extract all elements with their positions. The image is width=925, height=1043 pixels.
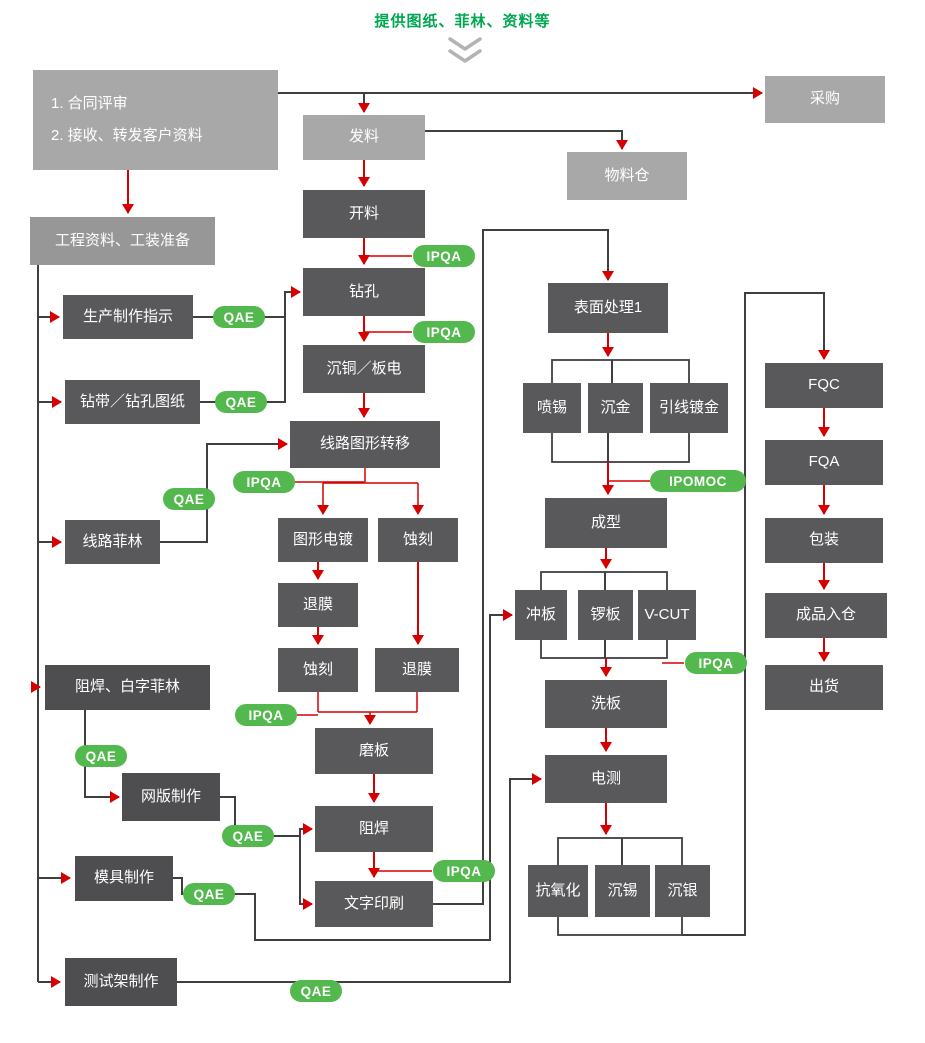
ipqa-badge: IPQA xyxy=(433,860,495,882)
ipqa-badge: IPQA xyxy=(413,245,475,267)
node-etching-2: 蚀刻 xyxy=(278,648,358,692)
node-fqa: FQA xyxy=(765,440,883,485)
node-drilling: 钻孔 xyxy=(303,268,425,316)
node-solder-mask: 阻焊 xyxy=(315,806,433,852)
node-mold-making: 模具制作 xyxy=(75,856,173,901)
node-v-cut: V-CUT xyxy=(638,590,696,640)
node-material-warehouse: 物料仓 xyxy=(567,152,687,200)
qae-badge: QAE xyxy=(222,825,274,847)
node-film-strip-1: 退膜 xyxy=(278,583,358,627)
qae-badge: QAE xyxy=(163,488,215,510)
node-film-strip-2: 退膜 xyxy=(375,648,459,692)
node-immersion-gold: 沉金 xyxy=(588,383,643,433)
node-shipping: 出货 xyxy=(765,665,883,710)
node-anti-oxidation: 抗氧化 xyxy=(528,865,588,917)
node-drill-file: 钻带／钻孔图纸 xyxy=(65,380,200,424)
bracket-outlines xyxy=(540,359,690,936)
node-circuit-film: 线路菲林 xyxy=(65,520,160,564)
node-engineering-prep: 工程资料、工装准备 xyxy=(30,217,215,265)
chevron-down-icon xyxy=(448,37,482,63)
node-forming: 成型 xyxy=(545,498,667,548)
qae-badge: QAE xyxy=(290,980,342,1002)
contract-line-1: 1. 合同评审 xyxy=(51,94,128,112)
thin-red-links xyxy=(295,255,684,872)
node-wire-gold: 引线镀金 xyxy=(650,383,728,433)
ipqa-badge: IPQA xyxy=(233,471,295,493)
qae-badge: QAE xyxy=(183,883,235,905)
node-electrical-test: 电测 xyxy=(545,755,667,803)
qae-badge: QAE xyxy=(213,306,265,328)
node-board-washing: 洗板 xyxy=(545,680,667,728)
ipqa-badge: IPQA xyxy=(235,704,297,726)
node-copper-deposition: 沉铜／板电 xyxy=(303,345,425,393)
node-fqc: FQC xyxy=(765,363,883,408)
red-flow-arrows xyxy=(122,160,830,878)
qae-badge: QAE xyxy=(215,391,267,413)
node-hasl: 喷锡 xyxy=(523,383,581,433)
node-purchasing: 采购 xyxy=(765,76,885,123)
node-finished-warehouse: 成品入仓 xyxy=(765,593,887,638)
node-contract-review: 1. 合同评审 2. 接收、转发客户资料 xyxy=(33,70,278,170)
node-production-instruction: 生产制作指示 xyxy=(63,295,193,339)
node-routing: 锣板 xyxy=(578,590,633,640)
node-packaging: 包装 xyxy=(765,518,883,563)
node-test-fixture: 测试架制作 xyxy=(65,958,177,1006)
node-screen-making: 网版制作 xyxy=(122,773,220,821)
node-punching: 冲板 xyxy=(515,590,567,640)
node-pattern-transfer: 线路图形转移 xyxy=(290,421,440,468)
ipomoc-badge: IPOMOC xyxy=(650,470,746,492)
node-solder-mask-film: 阻焊、白字菲林 xyxy=(45,665,210,710)
node-immersion-silver: 沉银 xyxy=(655,865,710,917)
node-pattern-plating: 图形电镀 xyxy=(278,518,368,562)
node-cutting: 开料 xyxy=(303,190,425,238)
diagram-title: 提供图纸、菲林、资料等 xyxy=(374,13,551,30)
node-surface-treatment: 表面处理1 xyxy=(548,283,668,333)
node-legend-print: 文字印刷 xyxy=(315,881,433,927)
qae-badge: QAE xyxy=(75,745,127,767)
node-etching-1: 蚀刻 xyxy=(378,518,458,562)
ipqa-badge: IPQA xyxy=(413,321,475,343)
node-board-grinding: 磨板 xyxy=(315,728,433,774)
node-immersion-tin: 沉锡 xyxy=(595,865,650,917)
node-material-issue: 发料 xyxy=(303,115,425,160)
ipqa-badge: IPQA xyxy=(685,652,747,674)
contract-line-2: 2. 接收、转发客户资料 xyxy=(51,126,203,144)
